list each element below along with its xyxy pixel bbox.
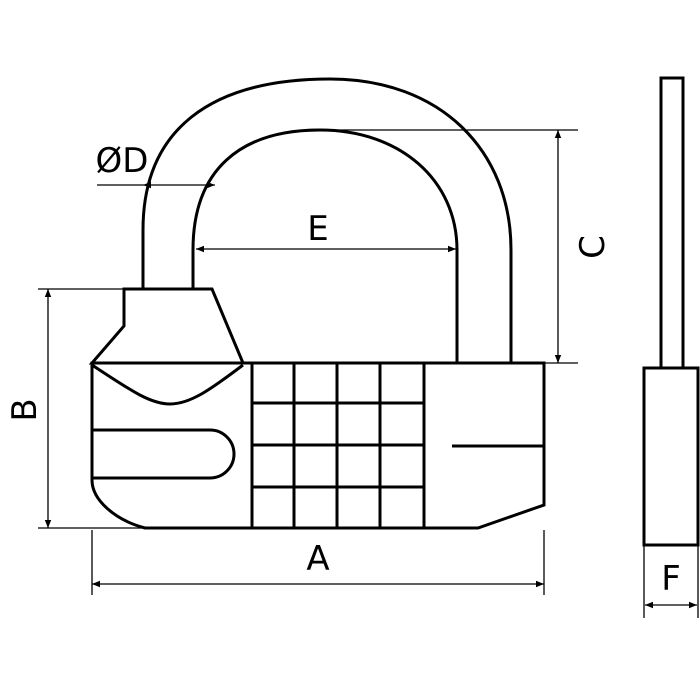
dimension-a: A xyxy=(91,530,545,595)
lock-body xyxy=(90,361,546,530)
dimension-label-e: E xyxy=(307,209,328,249)
side-view xyxy=(642,76,700,547)
dimension-label-c: C xyxy=(573,235,613,259)
lock-head xyxy=(88,287,246,365)
dimension-d: ØD xyxy=(96,141,215,189)
combination-dial-grid xyxy=(250,363,426,528)
dimension-label-b: B xyxy=(5,398,45,421)
dimension-f: F xyxy=(643,545,699,618)
dimension-label-d: ØD xyxy=(96,141,149,181)
dimension-c: C xyxy=(320,129,613,364)
dimension-b: B xyxy=(5,288,145,529)
dimension-label-f: F xyxy=(661,559,681,599)
dimension-e: E xyxy=(196,209,456,253)
dimension-label-a: A xyxy=(306,539,329,579)
